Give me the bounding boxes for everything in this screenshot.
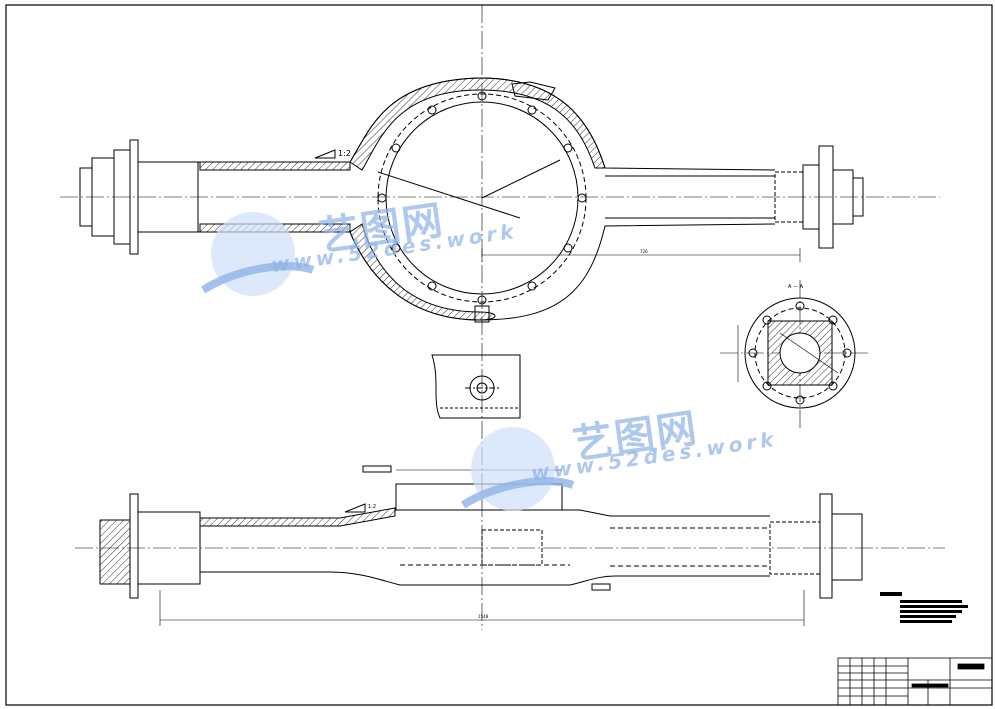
title-block	[837, 657, 993, 706]
ratio-bottom-label: 1:2	[368, 504, 376, 510]
centerlines	[60, 5, 945, 630]
ratio-top-label: 1:2	[338, 149, 351, 158]
bottom-view	[99, 465, 863, 626]
notes-block	[880, 592, 968, 623]
bolt-holes	[377, 91, 587, 305]
total-dimension: 1548	[478, 614, 489, 619]
span-dimension: 726	[640, 249, 648, 254]
section-label: A — A	[788, 284, 804, 290]
flange-end-view	[737, 297, 856, 409]
top-view	[79, 77, 864, 323]
detail-view	[431, 354, 521, 419]
sheet-border	[5, 4, 993, 706]
